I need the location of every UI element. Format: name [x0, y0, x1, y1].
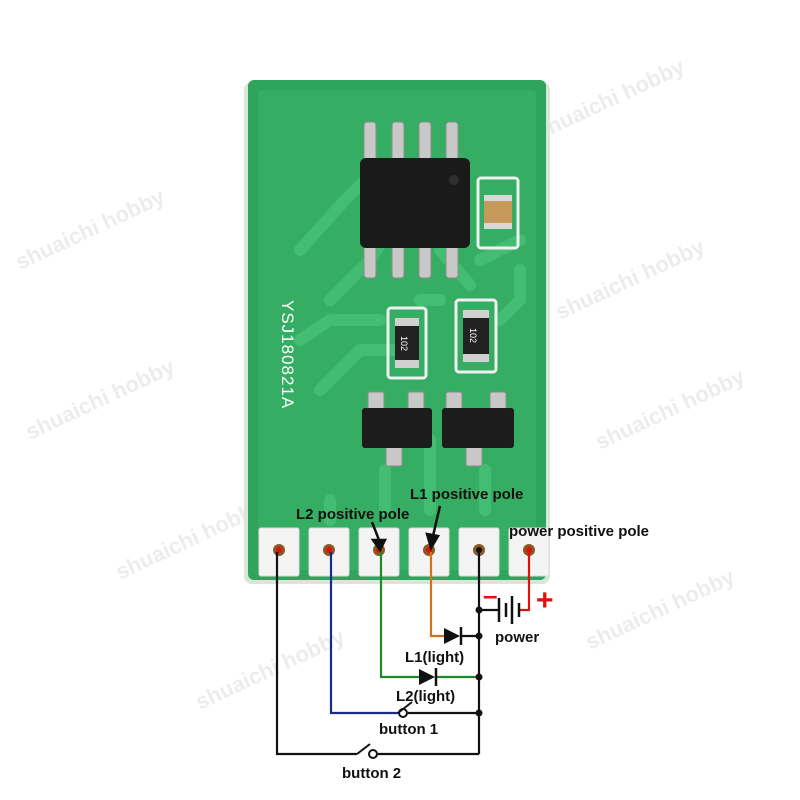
watermark: shuaichi hobby	[592, 363, 749, 454]
resistor-1-code: 102	[399, 336, 409, 351]
diode-l1-icon	[444, 627, 463, 645]
junctions	[475, 606, 483, 717]
watermark: shuaichi hobby	[192, 623, 349, 714]
l1-light-label: L1(light)	[405, 649, 464, 666]
arrow-l1	[431, 505, 442, 537]
wire-red-power-2	[519, 586, 531, 612]
l2-positive-pole-label: L2 positive pole	[296, 506, 409, 523]
button2-label: button 2	[342, 765, 401, 782]
power-label: power	[495, 629, 539, 646]
resistor-2: 102	[454, 298, 498, 374]
resistor-1: 102	[386, 306, 428, 380]
wire-green-l2	[379, 552, 419, 679]
transistor-2	[442, 391, 514, 467]
button2-switch-icon	[356, 743, 378, 759]
transistor-1	[362, 391, 432, 467]
wire-blue-button1	[329, 552, 398, 715]
arrow-l2	[370, 521, 381, 541]
watermark: shuaichi hobby	[532, 53, 689, 144]
pointer-arrows	[370, 505, 442, 553]
button1-switch-icon	[397, 701, 413, 718]
battery-minus-label: –	[483, 580, 497, 610]
battery-symbol	[497, 596, 521, 624]
power-positive-pole-label: power positive pole	[509, 523, 649, 540]
watermark: shuaichi hobby	[582, 563, 739, 654]
wire-orange-l1	[429, 552, 444, 638]
l2-light-label: L2(light)	[396, 688, 455, 705]
battery-plus-label: +	[536, 584, 554, 617]
pcb-silkscreen: YSJ180821A	[278, 300, 297, 409]
watermark: shuaichi hobby	[552, 233, 709, 324]
wire-black-outer	[275, 552, 357, 756]
button1-label: button 1	[379, 721, 438, 738]
resistor-2-code: 102	[468, 328, 478, 343]
capacitor	[476, 176, 520, 250]
l1-positive-pole-label: L1 positive pole	[410, 486, 523, 503]
ic-chip	[360, 121, 470, 279]
wires	[275, 552, 531, 756]
watermark: shuaichi hobby	[22, 353, 179, 444]
diode-l2-icon	[419, 668, 438, 686]
watermark: shuaichi hobby	[12, 183, 169, 274]
